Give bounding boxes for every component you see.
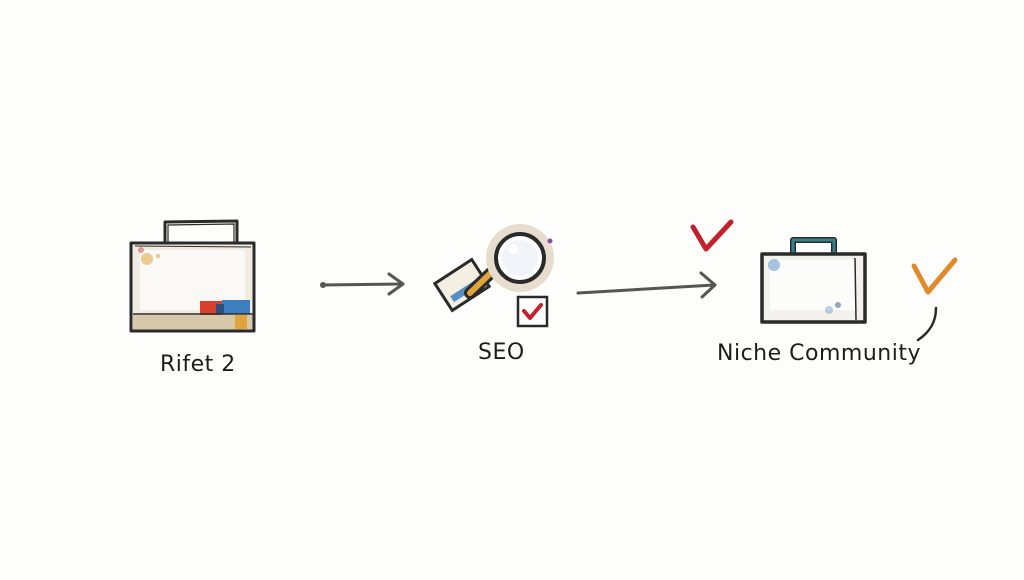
connector-arrow [576, 271, 717, 299]
step-label: SEO [478, 340, 525, 365]
checkbox-icon [516, 295, 549, 328]
checkmark-icon [911, 257, 958, 342]
checkmark-icon [690, 219, 734, 252]
step-label: Rifet 2 [160, 352, 236, 377]
step-label: Niche Community [717, 341, 921, 366]
connector-arrow [320, 272, 405, 296]
magnifying-glass-icon [432, 224, 554, 313]
briefcase-icon [129, 219, 256, 333]
briefcase-icon [760, 237, 867, 324]
